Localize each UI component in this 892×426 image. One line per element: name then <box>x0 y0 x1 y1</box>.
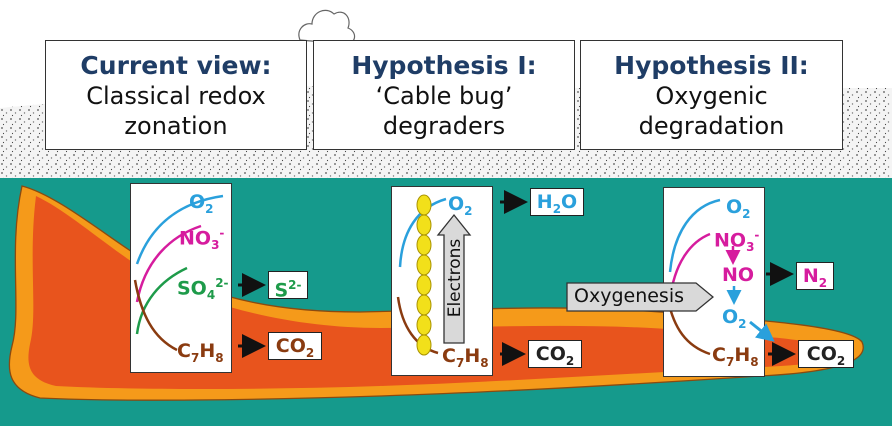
co2-product-box-3: CO2 <box>798 340 854 368</box>
co2-product-box-2: CO2 <box>528 340 582 368</box>
toluene-sub-7: 7 <box>725 354 735 369</box>
o2-label: O2 <box>726 196 751 225</box>
o2-text: O <box>189 191 206 213</box>
sulfide-product-box: S2- <box>268 271 308 302</box>
toluene-h: H <box>199 340 216 362</box>
header-hypothesis-1: Hypothesis I: ‘Cable bug’ degraders <box>313 40 575 150</box>
oxygenesis-label: Oxygenesis <box>574 285 685 307</box>
toluene-label: C7H8 <box>712 344 759 373</box>
header-title: Hypothesis I: <box>351 51 537 80</box>
redox-gradient-curves <box>133 194 224 352</box>
co2-text: CO <box>535 343 566 365</box>
nitrate-superscript: - <box>754 228 760 242</box>
o2-subscript: 2 <box>742 206 751 221</box>
toluene-sub-7: 7 <box>455 355 465 370</box>
o2-label: O2 <box>189 191 214 220</box>
nitrate-label: NO3- <box>714 224 759 258</box>
header-subtitle: Oxygenic <box>655 82 768 110</box>
electron-arrow <box>436 213 472 344</box>
water-product-box: H2O <box>530 188 584 216</box>
panel-classical-redox: O2 NO3- SO42- C7H8 <box>130 183 232 373</box>
panel-cable-bug: O2 C7H8 <box>391 186 493 376</box>
water-h: H <box>536 191 553 213</box>
co2-subscript: 2 <box>565 353 575 368</box>
toluene-label: C7H8 <box>442 345 489 374</box>
co2-subscript: 2 <box>836 353 846 368</box>
sulfate-superscript: 2- <box>215 276 229 290</box>
sulfide-text: S <box>274 279 289 302</box>
co2-text: CO <box>275 335 306 357</box>
header-title: Hypothesis II: <box>614 51 809 80</box>
co2-subscript: 2 <box>305 345 315 360</box>
sulfide-superscript: 2- <box>288 278 302 292</box>
water-subscript: 2 <box>552 201 562 216</box>
panel-oxygenic: O2 NO3- NO O2 C7H8 <box>663 187 765 377</box>
o2-text: O <box>722 306 739 328</box>
sulfate-text: SO <box>177 277 207 300</box>
nitric-oxide-label: NO <box>722 264 755 286</box>
cable-bacteria <box>416 194 432 356</box>
nitrate-subscript: 3 <box>746 240 755 255</box>
toluene-c: C <box>177 340 191 362</box>
toluene-sub-8: 8 <box>480 355 489 370</box>
oxygenesis-arrow: Oxygenesis <box>566 282 714 312</box>
sulfate-subscript: 4 <box>206 288 216 303</box>
toluene-c: C <box>712 344 726 366</box>
header-subtitle: zonation <box>124 112 228 140</box>
nitrate-label: NO3- <box>179 222 224 256</box>
cable-bacteria-drawing <box>396 194 472 356</box>
o2-subscript: 2 <box>205 201 214 216</box>
toluene-sub-7: 7 <box>190 350 200 365</box>
o2-text: O <box>726 196 743 218</box>
electrons-label: Electrons <box>445 238 465 318</box>
nitrate-superscript: - <box>219 226 225 240</box>
co2-text: CO <box>806 343 837 365</box>
co2-product-box-1: CO2 <box>268 332 322 360</box>
toluene-h: H <box>464 345 481 367</box>
water-o: O <box>561 191 578 213</box>
sulfate-label: SO42- <box>177 272 229 306</box>
o2-label-2: O2 <box>722 306 747 335</box>
nitrate-subscript: 3 <box>211 238 220 253</box>
header-hypothesis-2: Hypothesis II: Oxygenic degradation <box>580 40 843 150</box>
electrons-label-box: Electrons <box>440 218 470 338</box>
toluene-h: H <box>734 344 751 366</box>
toluene-c: C <box>442 345 456 367</box>
header-subtitle: degradation <box>638 112 785 140</box>
header-subtitle: ‘Cable bug’ <box>375 82 513 110</box>
header-subtitle: Classical redox <box>86 82 266 110</box>
n2-text: N <box>802 265 819 287</box>
toluene-label: C7H8 <box>177 340 224 369</box>
nitrate-text: NO <box>179 227 212 250</box>
n2-product-box: N2 <box>796 262 834 290</box>
header-current-view: Current view: Classical redox zonation <box>45 40 307 150</box>
tree-outline <box>298 9 356 45</box>
n2-subscript: 2 <box>818 275 828 290</box>
toluene-sub-8: 8 <box>750 354 759 369</box>
oxygenesis-arrow-shape <box>566 282 714 312</box>
o2-subscript: 2 <box>464 203 473 218</box>
header-title: Current view: <box>80 51 272 80</box>
o2-subscript: 2 <box>738 316 747 331</box>
o2-label: O2 <box>448 193 473 222</box>
nitrate-text: NO <box>714 229 747 252</box>
header-subtitle: degraders <box>382 112 506 140</box>
toluene-sub-8: 8 <box>215 350 224 365</box>
o2-text: O <box>448 193 465 215</box>
